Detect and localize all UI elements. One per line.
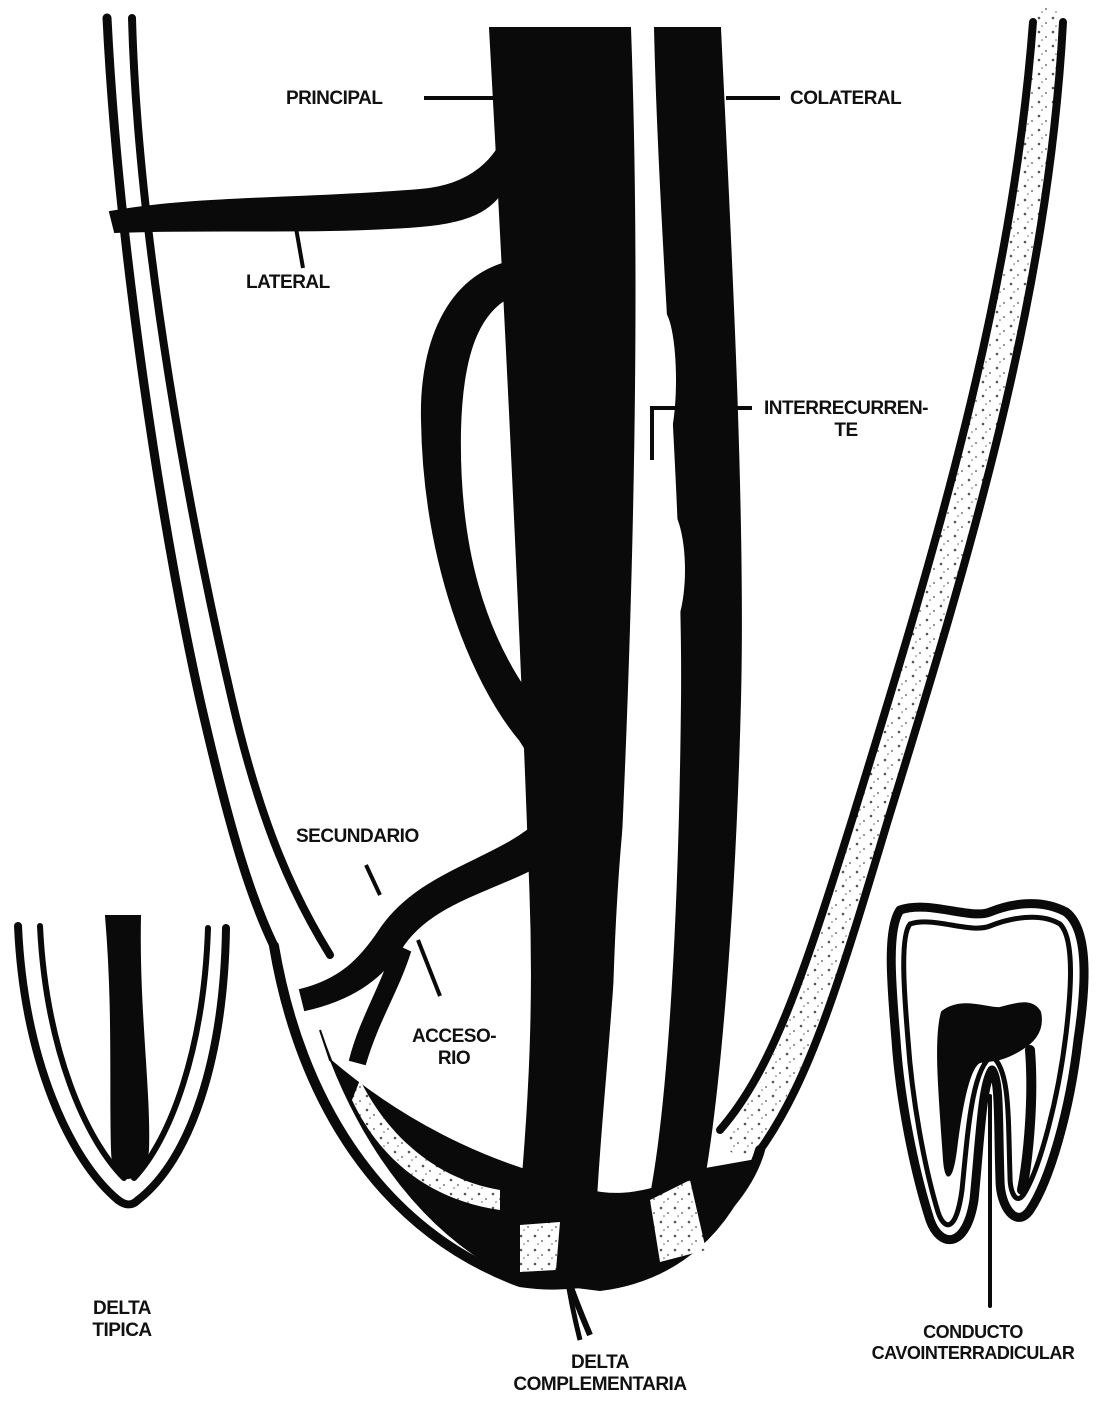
label-secundario-text: SECUNDARIO	[296, 826, 419, 848]
label-delta-tipica: DELTA TIPICA	[72, 1298, 172, 1342]
molar-tooth-figure	[891, 904, 1084, 1306]
leader-lateral	[296, 228, 303, 268]
island-delta-mid	[520, 1222, 560, 1272]
canal-system	[110, 28, 756, 1340]
label-colateral-text: COLATERAL	[790, 88, 901, 110]
delta-tipica-figure	[18, 916, 226, 1205]
delta-tipica-canal	[106, 916, 148, 1178]
island-middle	[645, 505, 685, 635]
label-conducto-cavointerradicular: CONDUCTO CAVOINTERRADICULAR	[842, 1322, 1104, 1363]
delta-tipica-left-wall	[18, 926, 118, 1200]
canal-lateral	[110, 120, 512, 232]
label-delta-tipica-line1: DELTA	[72, 1298, 172, 1320]
label-delta-complementaria: DELTA COMPLEMENTARIA	[500, 1352, 700, 1396]
molar-right-canal	[1022, 1050, 1031, 1190]
label-lateral-text: LATERAL	[246, 272, 330, 294]
label-principal: PRINCIPAL	[286, 88, 382, 110]
canal-secundario	[300, 820, 548, 1010]
label-accesorio-line1: ACCESO-	[404, 1026, 504, 1048]
label-interrecurrente-line2: TE	[756, 420, 936, 442]
label-conducto-line2: CAVOINTERRADICULAR	[842, 1343, 1104, 1364]
label-secundario: SECUNDARIO	[296, 826, 419, 848]
label-delta-tipica-line2: TIPICA	[72, 1320, 172, 1342]
molar-outline	[891, 904, 1084, 1240]
label-colateral: COLATERAL	[790, 88, 901, 110]
label-delta-complementaria-line1: DELTA	[500, 1352, 700, 1374]
label-interrecurrente: INTERRECURREN- TE	[756, 398, 936, 442]
label-principal-text: PRINCIPAL	[286, 88, 382, 110]
label-lateral: LATERAL	[246, 272, 330, 294]
label-accesorio-line2: RIO	[404, 1048, 504, 1070]
leader-secundario	[366, 865, 380, 895]
label-interrecurrente-line1: INTERRECURREN-	[756, 398, 936, 420]
delta-tipica-apex	[118, 1200, 138, 1205]
label-accesorio: ACCESO- RIO	[404, 1026, 504, 1070]
leader-accesorio	[418, 940, 440, 996]
label-conducto-line1: CONDUCTO	[842, 1322, 1104, 1343]
label-delta-complementaria-line2: COMPLEMENTARIA	[500, 1374, 700, 1396]
root-right-wall-inner	[720, 22, 1033, 1130]
